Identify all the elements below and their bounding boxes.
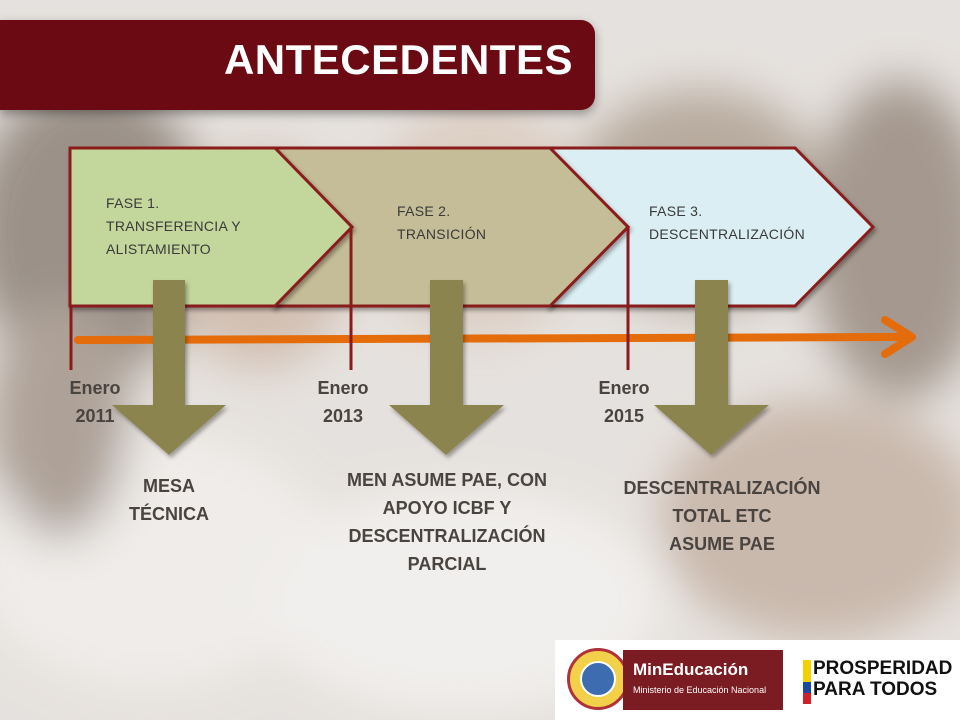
timeline-arrow [74,316,916,358]
flag-stripe [803,660,811,704]
milestone-2: MEN ASUME PAE, CON APOYO ICBF Y DESCENTR… [346,470,547,574]
date-label-2015: Enero 2015 [598,378,650,426]
logo-bar: MinEducación Ministerio de Educación Nac… [555,640,960,720]
phase-2-label: FASE 2. TRANSICIÓN [397,203,487,242]
crest-shield [580,661,616,697]
milestone-1: MESA TÉCNICA [129,476,209,524]
title-banner: ANTECEDENTES [0,20,595,110]
prosperidad-logo: PROSPERIDAD PARA TODOS [813,658,953,700]
date-label-2013: Enero 2013 [317,378,369,426]
milestone-3: DESCENTRALIZACIÓN TOTAL ETC ASUME PAE [623,478,821,554]
phase-1-chevron [68,146,355,308]
date-label-2011: Enero 2011 [69,378,121,426]
phase-1-label: FASE 1. TRANSFERENCIA Y ALISTAMIENTO [106,195,241,257]
mineducacion-logo: MinEducación Ministerio de Educación Nac… [623,650,783,710]
down-arrow-3 [654,280,769,455]
phase-3-label: FASE 3. DESCENTRALIZACIÓN [649,203,806,242]
page-title: ANTECEDENTES [223,36,573,83]
coat-of-arms-logo [567,648,629,710]
down-arrow-1 [112,280,226,455]
down-arrow-2 [389,280,504,455]
